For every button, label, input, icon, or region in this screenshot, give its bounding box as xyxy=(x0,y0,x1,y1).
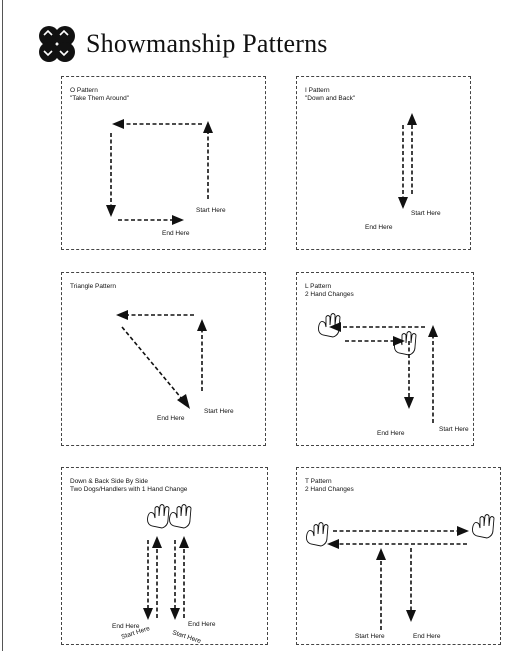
hand-icon xyxy=(169,504,192,529)
page-edge xyxy=(2,0,3,651)
start-here-label: Start Here xyxy=(411,210,441,217)
start-here-label: Start Here xyxy=(439,426,469,433)
end-here-label: End Here xyxy=(157,415,185,422)
end-here-label: End Here xyxy=(365,224,393,231)
triangle-pattern-diagram: Start Here End Here xyxy=(116,310,234,422)
start-here-label: Start Here xyxy=(196,207,226,214)
page-title: Showmanship Patterns xyxy=(86,29,328,58)
hand-icon xyxy=(306,522,329,547)
i-pattern-diagram: Start Here End Here xyxy=(365,113,441,231)
o-pattern-title: O Pattern"Take Them Around" xyxy=(70,87,130,102)
end-here-label: End Here xyxy=(162,230,190,237)
triangle-pattern-title: Triangle Pattern xyxy=(70,283,117,290)
start-here-label-2: Start Here xyxy=(171,629,202,645)
i-pattern-panel: I Pattern"Down and Back" Start Here End … xyxy=(296,76,471,250)
4-h-clover-icon xyxy=(39,26,75,62)
t-pattern-diagram: Start Here End Here xyxy=(306,514,495,640)
hand-icon xyxy=(147,504,170,529)
end-here-label: End Here xyxy=(377,430,405,437)
header: Showmanship Patterns xyxy=(36,22,328,66)
end-here-label: End Here xyxy=(413,633,441,640)
start-here-label: Start Here xyxy=(204,408,234,415)
i-pattern-title: I Pattern"Down and Back" xyxy=(305,87,356,102)
o-pattern-panel: O Pattern"Take Them Around" Start Here E… xyxy=(61,76,266,250)
end-here-label: End Here xyxy=(112,623,140,630)
hand-icon xyxy=(472,514,495,539)
o-pattern-diagram: Start Here End Here xyxy=(106,119,226,237)
start-here-label: Start Here xyxy=(355,633,385,640)
l-pattern-diagram: Start Here End Here xyxy=(318,313,469,437)
end-here-label-2: End Here xyxy=(188,621,216,628)
triangle-pattern-panel: Triangle Pattern Start Here End Here xyxy=(61,272,266,446)
side-by-side-pattern-diagram: End Here End Here Start Here Start Here xyxy=(112,504,216,645)
